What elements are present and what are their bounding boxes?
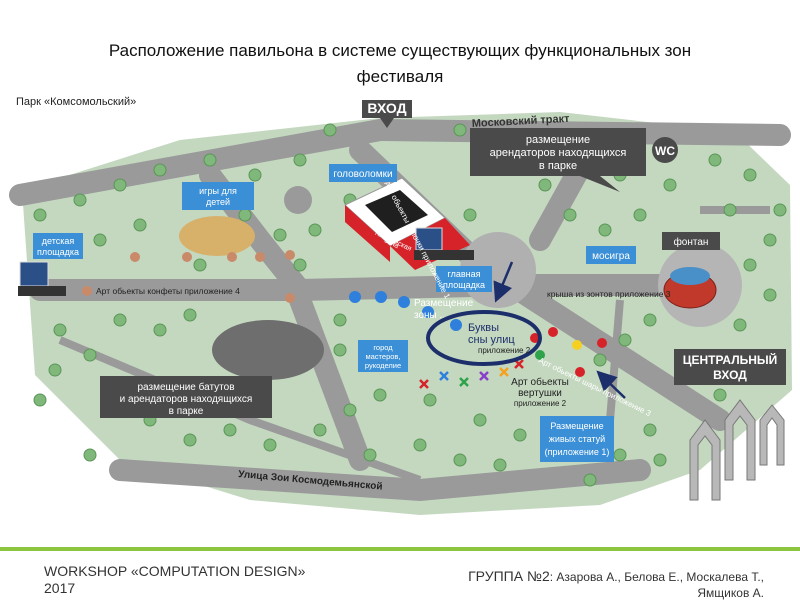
art-candies-label: Арт обьекты конфеты приложение 4	[96, 286, 240, 296]
kids-games-line-2: детей	[206, 197, 230, 207]
kids-games-sign: игры для детей	[182, 182, 254, 210]
central-entrance-sign: ЦЕНТРАЛЬНЫЙ ВХОД	[674, 349, 786, 385]
trampoline-zone	[212, 320, 324, 380]
letters-line-1: Буквы	[468, 322, 499, 334]
workshop-year: 2017	[44, 580, 76, 596]
art-balls-markers	[349, 291, 462, 331]
main-stage-line-1: главная	[448, 269, 481, 279]
color-balls	[530, 327, 607, 377]
puzzles-label: головоломки	[333, 169, 392, 180]
puzzles-sign: головоломки	[329, 164, 397, 182]
main-stage-sign: главная площадка	[436, 266, 492, 292]
kids-games-zone	[179, 216, 255, 256]
kids-area-sign: детская площадка	[33, 233, 83, 259]
living-statues-line-2: живых статуй	[549, 434, 605, 444]
tech-zone-wall	[345, 205, 390, 262]
fountain-sign: фонтан	[662, 232, 720, 250]
masters-town-sign: город мастеров, рукоделие	[358, 340, 408, 372]
letters-line-2: сны улиц	[468, 334, 515, 346]
letters-app-label: приложение 2	[478, 346, 531, 355]
tenants-top-line-2: арендаторов находящихся	[490, 147, 627, 159]
tenants-bottom-line-3: в парке	[169, 406, 204, 417]
kids-area-line-1: детская	[42, 236, 75, 246]
page-title: Расположение павильона в системе существ…	[40, 38, 760, 90]
mosigra-sign: мосигра	[586, 246, 636, 264]
zone-placement-line-2: зоны ...	[414, 310, 448, 321]
tenants-bottom-line-2: и арендаторов находящихся	[120, 394, 253, 405]
park-map: ВХОД Московский тракт WC размещение арен…	[9, 100, 792, 515]
footer-workshop: WORKSHOP «COMPUTATION DESIGN» 2017	[44, 563, 305, 597]
pointer-arrow-top	[493, 261, 514, 303]
plaza-small	[284, 186, 312, 214]
central-gate	[689, 399, 785, 501]
tenants-bottom-sign: размещение батутов и арендаторов находящ…	[100, 376, 272, 418]
art-whirligigs-label: Арт обьекты вертушки приложение 2	[511, 376, 569, 408]
art-candies-markers	[82, 250, 295, 303]
kids-area-screen	[19, 261, 49, 287]
living-statues-sign: Размещение живых статуй (приложение 1)	[540, 416, 614, 462]
park-label: Парк «Комсомольский»	[16, 96, 137, 108]
main-stage-line-2: площадка	[443, 280, 485, 290]
workshop-title: WORKSHOP «COMPUTATION DESIGN»	[44, 563, 306, 579]
tenants-top-line-3: в парке	[539, 160, 577, 172]
group-members-line-2: Ямщиков А.	[697, 586, 764, 600]
fountain-label: фонтан	[674, 236, 709, 248]
trees	[33, 123, 787, 487]
art-whirligigs-line-1: Арт обьекты	[511, 376, 569, 388]
central-entrance-line-2: ВХОД	[713, 368, 747, 382]
main-stage-platform	[414, 250, 474, 260]
tenants-bottom-line-1: размещение батутов	[137, 381, 234, 393]
masters-town-line-2: мастеров,	[365, 352, 400, 361]
group-members-line-1: : Азарова А., Белова Е., Москалева Т.,	[549, 570, 764, 584]
group-label: ГРУППА №2	[468, 568, 550, 584]
umbrella-roof-label: крыша из зонтов приложение 3	[547, 289, 671, 299]
footer-group: ГРУППА №2: Азарова А., Белова Е., Москал…	[468, 568, 764, 601]
wc-sign: WC	[652, 137, 678, 163]
footer-divider	[0, 547, 800, 551]
masters-town-line-1: город	[373, 343, 393, 352]
living-statues-line-3: (приложение 1)	[545, 447, 610, 457]
moscow-road-label: Московский тракт	[472, 113, 571, 130]
living-statues-line-1: Размещение	[550, 421, 603, 431]
pavilion-location-highlight	[426, 310, 542, 366]
art-whirligigs-line-2: вертушки	[518, 388, 562, 399]
pavilion-roof	[365, 190, 428, 232]
kids-area-stage	[18, 286, 66, 296]
wc-label: WC	[655, 144, 675, 158]
kids-area-line-2: площадка	[37, 247, 79, 257]
entrance-top-label: ВХОД	[367, 100, 406, 116]
title-line-2: фестиваля	[356, 67, 444, 86]
title-line-1: Расположение павильона в системе существ…	[108, 41, 692, 60]
zone-placement-line-1: Размещение	[414, 298, 474, 309]
tenants-top-line-1: размещение	[526, 134, 590, 146]
whirligigs-app-label: приложение 2	[514, 399, 567, 408]
pointer-arrow-bottom	[596, 370, 626, 399]
kids-games-line-1: игры для	[199, 186, 237, 196]
fountain-water	[670, 267, 710, 285]
masters-town-line-3: рукоделие	[365, 361, 401, 370]
entrance-top-sign: ВХОД	[362, 100, 412, 128]
central-entrance-line-1: ЦЕНТРАЛЬНЫЙ	[683, 352, 778, 367]
mosigra-label: мосигра	[592, 251, 630, 262]
tenants-top-sign: размещение арендаторов находящихся в пар…	[470, 128, 646, 192]
